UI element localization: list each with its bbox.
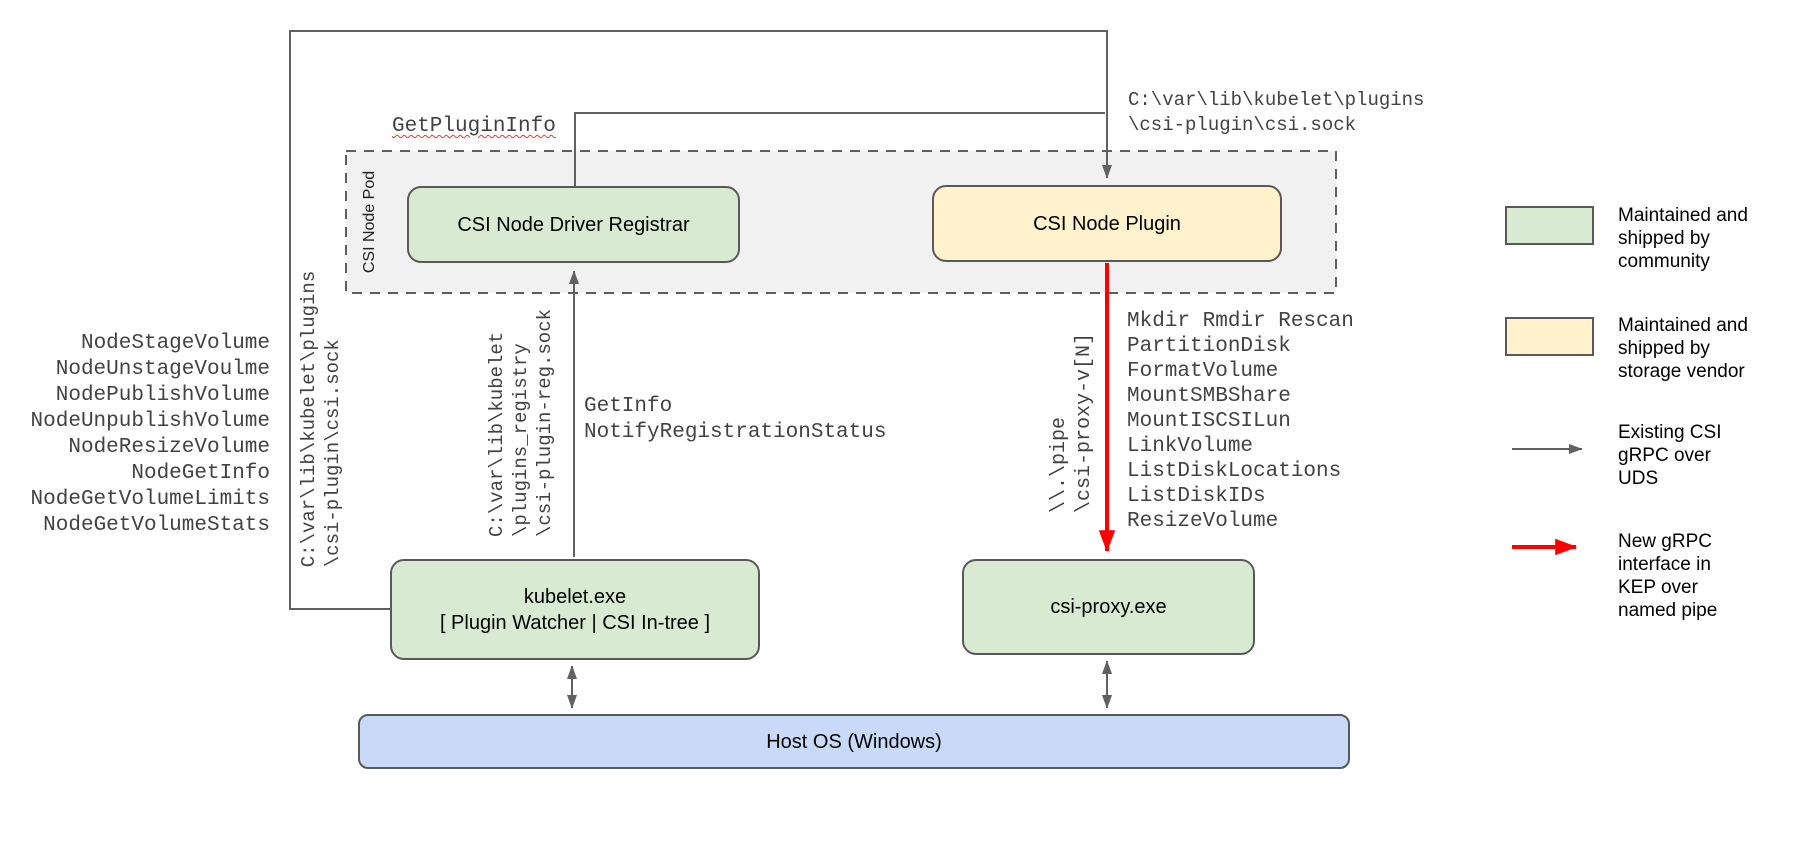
list-item: MountSMBShare bbox=[1127, 385, 1291, 408]
list-item: Mkdir Rmdir Rescan bbox=[1127, 310, 1354, 333]
list-item: ResizeVolume bbox=[1127, 510, 1279, 533]
list-item: PartitionDisk bbox=[1127, 335, 1291, 358]
list-item: NodeUnstageVoulme bbox=[55, 358, 270, 381]
plugin-reg-sock-path-label: C:\var\lib\kubelet \plugins_registry \cs… bbox=[486, 308, 556, 538]
csi-proxy-box: csi-proxy.exe bbox=[962, 559, 1255, 655]
named-pipe-path-label: \\.\pipe \csi-proxy-v[N] bbox=[1048, 332, 1096, 514]
list-item: NodeGetVolumeLimits bbox=[30, 488, 270, 511]
legend-community-swatch bbox=[1505, 206, 1594, 245]
csi-node-pod-label: CSI Node Pod bbox=[361, 170, 378, 274]
list-item: NodeGetInfo bbox=[131, 462, 270, 485]
list-item: NodePublishVolume bbox=[55, 384, 270, 407]
list-item: NodeResizeVolume bbox=[68, 436, 270, 459]
csi-node-driver-registrar-label: CSI Node Driver Registrar bbox=[457, 213, 690, 236]
list-item: NodeGetVolumeStats bbox=[43, 514, 270, 537]
kubelet-box: kubelet.exe [ Plugin Watcher | CSI In-tr… bbox=[390, 559, 760, 660]
list-item: MountISCSILun bbox=[1127, 410, 1291, 433]
list-item: ListDiskIDs bbox=[1127, 485, 1266, 508]
kubelet-to-plugin-connector bbox=[289, 30, 1113, 610]
csi-node-plugin-box: CSI Node Plugin bbox=[932, 185, 1282, 262]
list-item: NodeUnpublishVolume bbox=[30, 410, 270, 433]
legend-community-text: Maintained and shipped by community bbox=[1618, 205, 1748, 272]
kubelet-sublabel: [ Plugin Watcher | CSI In-tree ] bbox=[439, 611, 711, 634]
kubelet-label: kubelet.exe bbox=[523, 585, 627, 608]
legend-vendor-swatch bbox=[1505, 317, 1594, 356]
kubelet-registrar-calls-label: GetInfo NotifyRegistrationStatus bbox=[584, 395, 887, 444]
host-os-label: Host OS (Windows) bbox=[766, 730, 942, 753]
csi-sock-path-label-top: C:\var\lib\kubelet\plugins \csi-plugin\c… bbox=[1128, 89, 1425, 136]
get-plugin-info-label: GetPluginInfo bbox=[392, 115, 556, 138]
list-item: FormatVolume bbox=[1127, 360, 1279, 383]
registrar-to-plugin-connector bbox=[574, 112, 1105, 186]
list-item: NodeStageVolume bbox=[80, 332, 270, 355]
host-os-box: Host OS (Windows) bbox=[358, 714, 1350, 769]
csi-node-plugin-label: CSI Node Plugin bbox=[1033, 212, 1181, 235]
csi-node-driver-registrar-box: CSI Node Driver Registrar bbox=[407, 186, 740, 263]
legend-vendor-text: Maintained and shipped by storage vendor bbox=[1618, 315, 1748, 382]
csi-proxy-label: csi-proxy.exe bbox=[1050, 596, 1167, 618]
legend-existing-grpc-text: Existing CSI gRPC over UDS bbox=[1618, 422, 1722, 489]
list-item: LinkVolume bbox=[1127, 435, 1254, 458]
legend-new-grpc-text: New gRPC interface in KEP over named pip… bbox=[1618, 531, 1718, 621]
list-item: ListDiskLocations bbox=[1127, 460, 1342, 483]
csi-sock-path-label-left: C:\var\lib\kubelet\plugins \csi-plugin\c… bbox=[298, 270, 344, 568]
